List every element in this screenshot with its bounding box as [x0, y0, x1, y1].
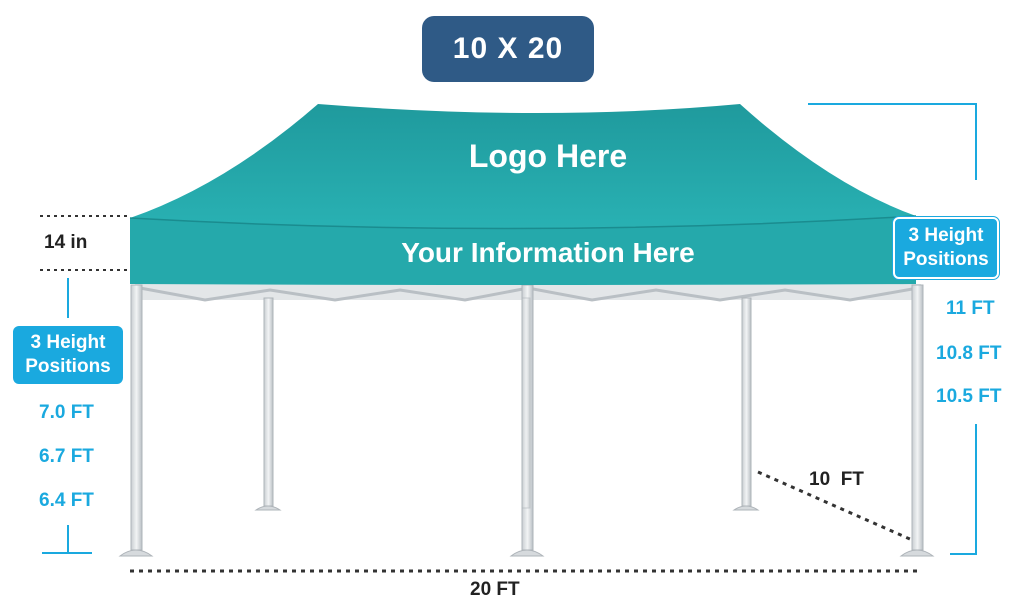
depth-line: [757, 470, 913, 542]
right-height-value-1: 11 FT: [946, 298, 995, 319]
left-height-value-1: 7.0 FT: [39, 402, 94, 423]
right-height-positions-tag: 3 Height Positions: [893, 217, 999, 279]
depth-label: 10 FT: [809, 469, 864, 490]
right-height-value-2: 10.8 FT: [936, 343, 1002, 364]
width-label: 20 FT: [470, 579, 520, 600]
info-placeholder-text: Your Information Here: [401, 237, 695, 268]
valance-markers: [40, 215, 128, 271]
valance-height-label: 14 in: [44, 232, 88, 253]
logo-placeholder-text: Logo Here: [469, 138, 627, 174]
canopy: Logo Here Your Information Here: [129, 104, 917, 285]
tent-legs: [118, 284, 935, 557]
right-height-value-3: 10.5 FT: [936, 386, 1002, 407]
right-height-bracket: [808, 103, 977, 555]
left-height-value-2: 6.7 FT: [39, 446, 94, 467]
left-height-positions-tag: 3 Height Positions: [13, 326, 123, 384]
size-title-badge: 10 X 20: [422, 16, 594, 82]
left-height-line: [42, 278, 92, 554]
left-height-value-3: 6.4 FT: [39, 490, 94, 511]
